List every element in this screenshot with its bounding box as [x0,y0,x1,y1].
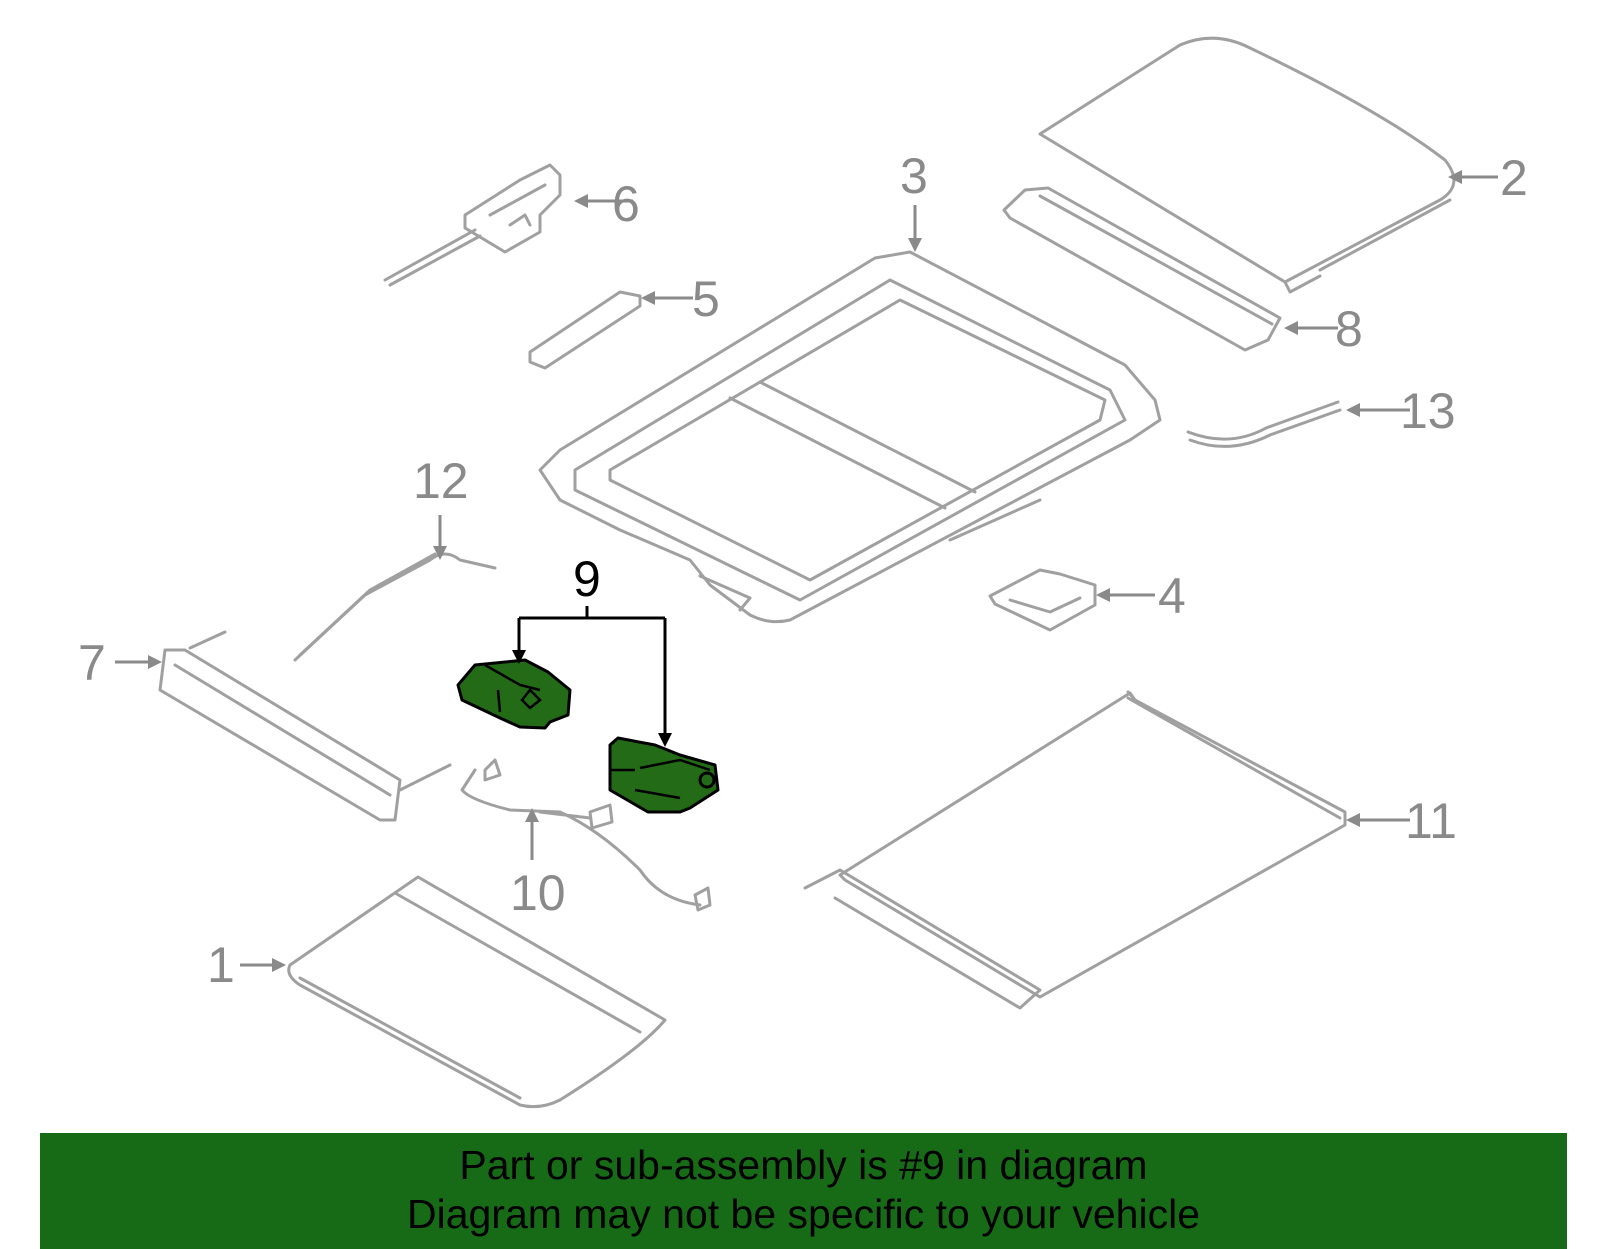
callout-9-leader [512,606,672,747]
part-6-bracket-cable [383,163,562,287]
part-7-deflector [158,630,452,822]
part-5-strip [528,290,642,370]
leader-lines [115,170,1498,972]
callout-9: 9 [573,551,601,607]
callout-12: 12 [413,453,469,509]
part-9-motor-left [456,658,572,730]
callout-8: 8 [1335,301,1363,357]
callout-4: 4 [1158,568,1186,624]
part-11-sunshade [803,690,1347,1010]
part-13-hose [1186,400,1342,448]
part-1-panel [287,875,667,1109]
part-10-harness [460,758,712,912]
callout-7: 7 [78,635,106,691]
part-9-motor-right [608,736,720,814]
banner-line-2: Diagram may not be specific to your vehi… [406,1191,1200,1237]
part-12-tube [293,552,497,662]
callout-11: 11 [1405,793,1457,849]
info-banner: Part or sub-assembly is #9 in diagram Di… [40,1133,1567,1249]
part-3-frame [538,250,1162,624]
callout-10: 10 [510,865,566,921]
part-8-rail [1002,186,1282,352]
callout-6: 6 [612,176,640,232]
callout-5: 5 [692,271,720,327]
callout-3: 3 [900,148,928,204]
part-4-bracket [988,568,1097,632]
part-2-glass-panel [1038,36,1456,294]
callout-13: 13 [1400,383,1456,439]
callout-2: 2 [1500,150,1528,206]
callout-1: 1 [207,937,235,993]
banner-line-1: Part or sub-assembly is #9 in diagram [459,1142,1148,1188]
